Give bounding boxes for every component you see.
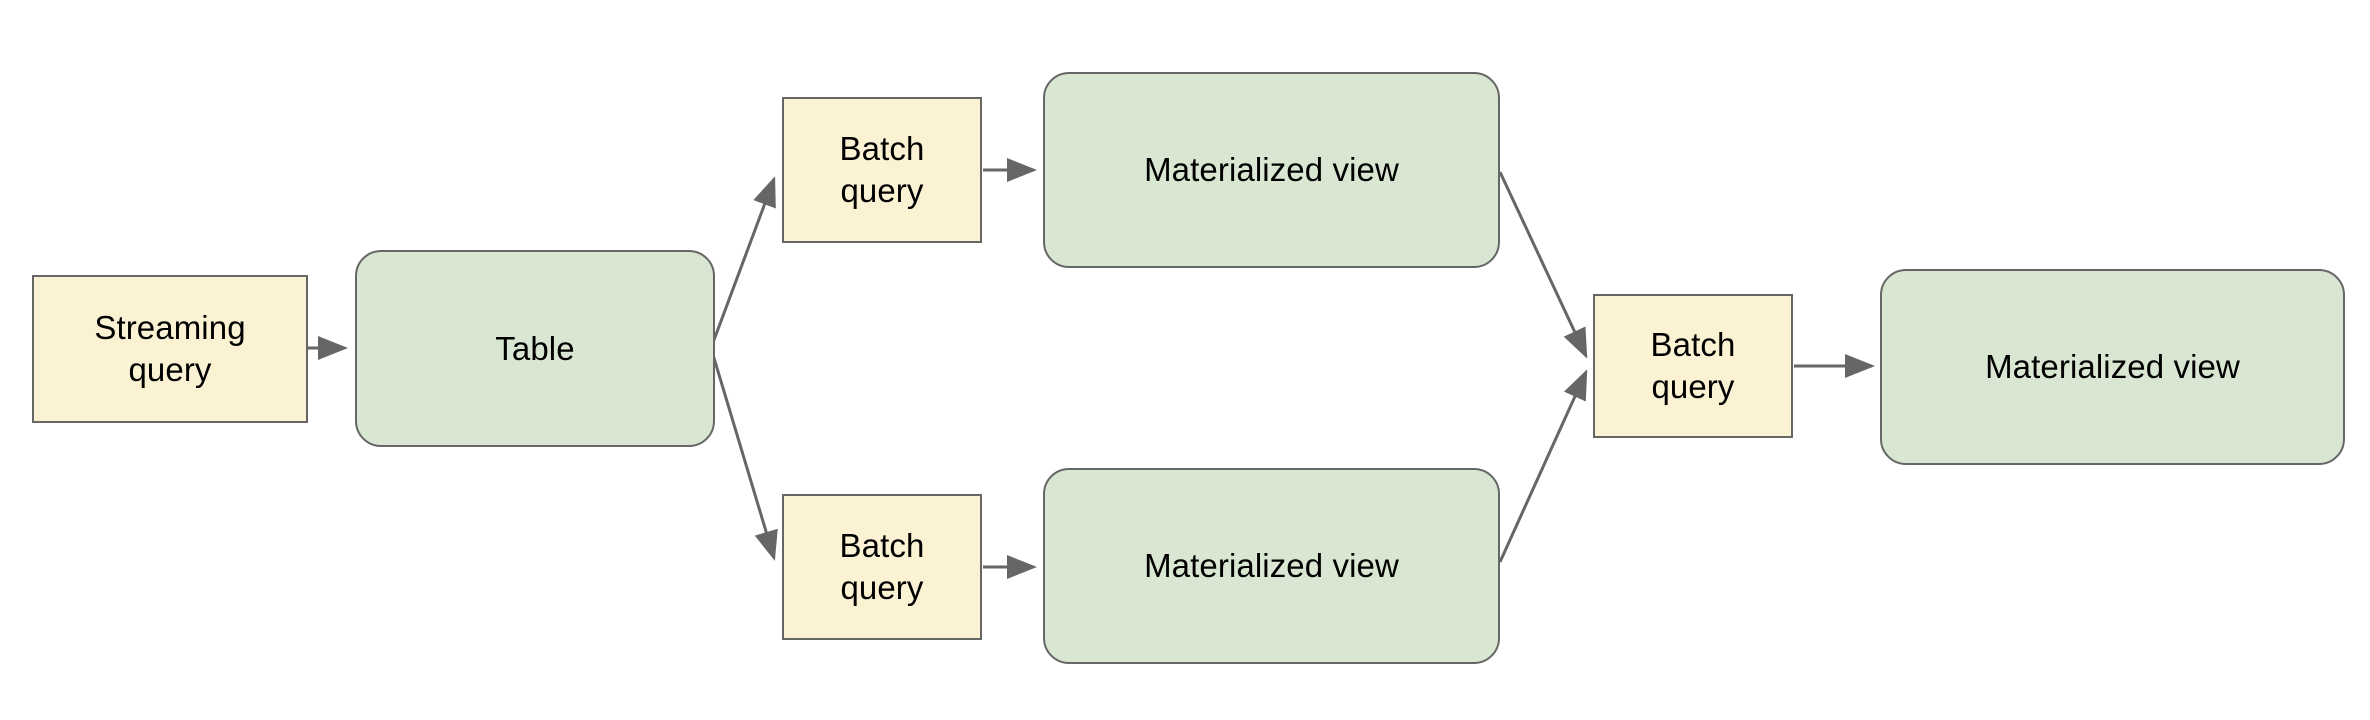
node-materialized-view-right[interactable]: Materialized view [1880,269,2345,465]
edge-table-to-batch-bottom [709,347,778,561]
node-materialized-view-top[interactable]: Materialized view [1043,72,1500,268]
node-table-label: Table [495,329,575,367]
node-materialized-view-top-label: Materialized view [1144,151,1399,189]
node-batch-query-bottom[interactable]: Batch query [782,494,982,640]
node-table[interactable]: Table [355,250,715,447]
edge-mv-bottom-to-batch-right [1498,369,1588,563]
node-streaming-query-label: Streaming query [94,309,246,388]
edge-mv-top-to-batch-right [1498,171,1588,359]
node-materialized-view-bottom[interactable]: Materialized view [1043,468,1500,664]
node-batch-query-bottom-label: Batch query [839,527,925,606]
node-batch-query-right-label: Batch query [1650,326,1736,405]
edge-table-to-batch-top [709,176,776,349]
node-batch-query-top[interactable]: Batch query [782,97,982,243]
node-materialized-view-bottom-label: Materialized view [1144,547,1399,585]
node-batch-query-right[interactable]: Batch query [1593,294,1793,438]
node-materialized-view-right-label: Materialized view [1985,348,2240,386]
node-batch-query-top-label: Batch query [839,130,925,209]
node-streaming-query[interactable]: Streaming query [32,275,308,423]
